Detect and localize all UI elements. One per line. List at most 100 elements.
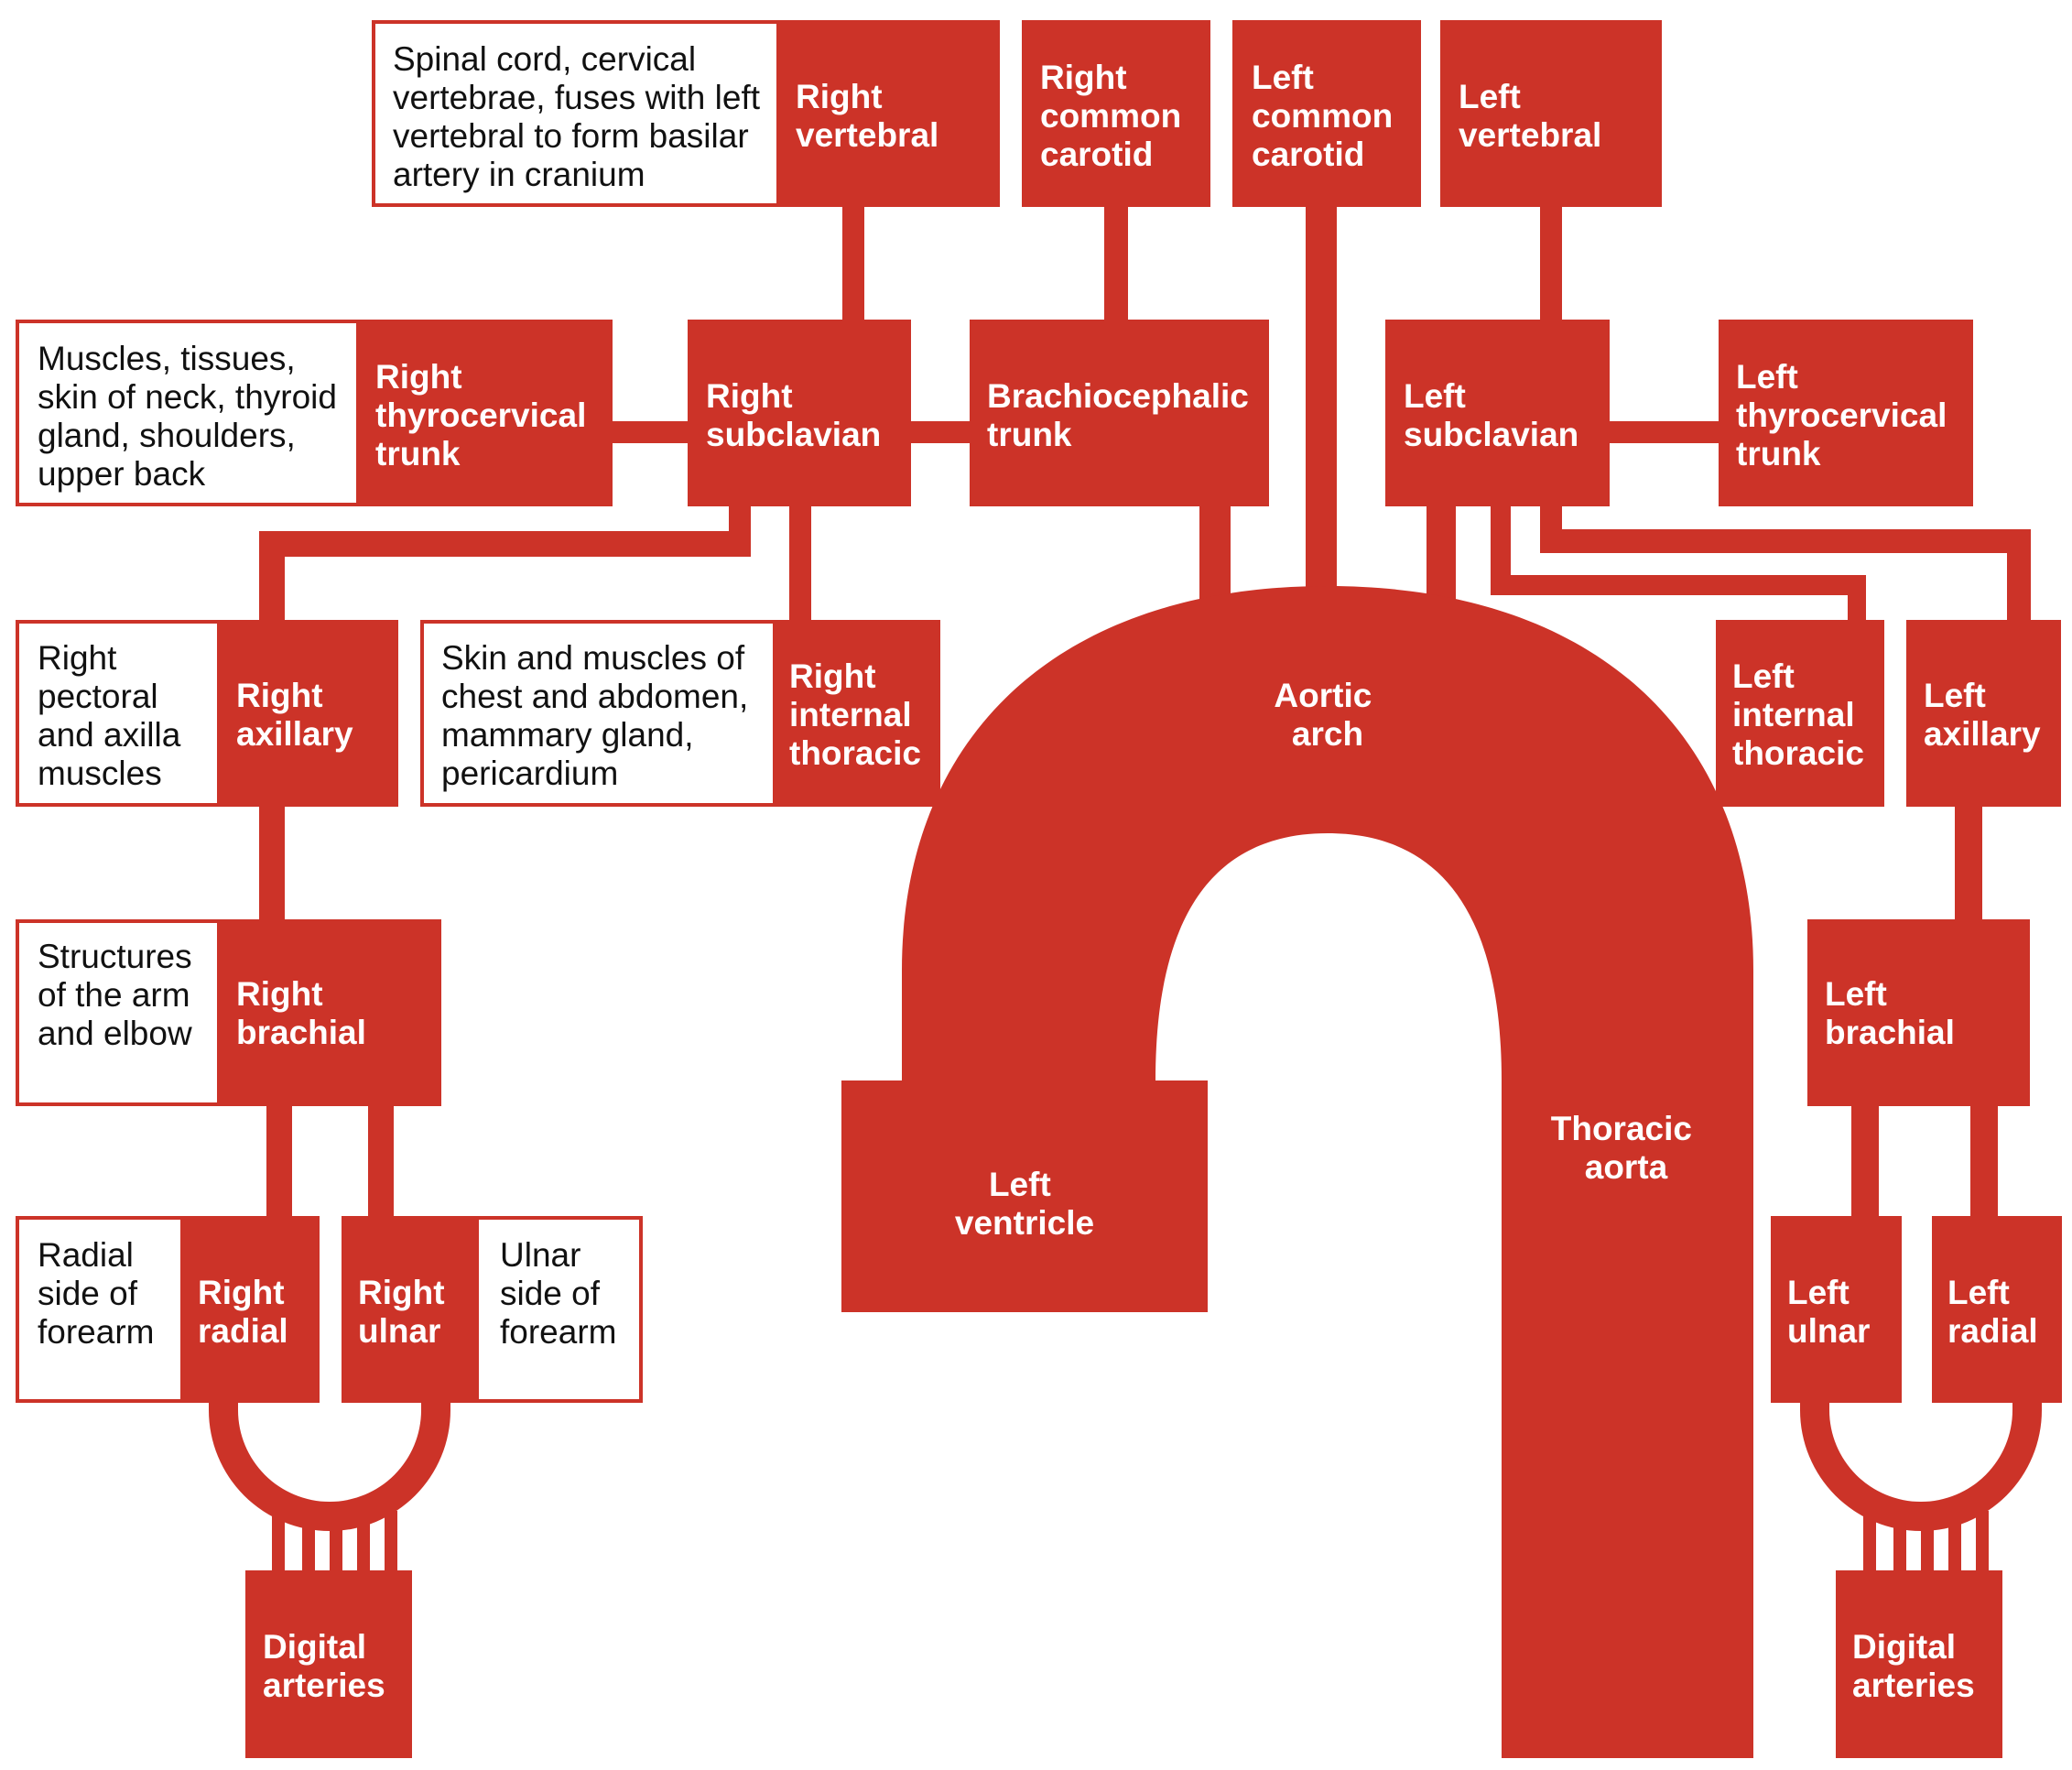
label-left-internal-thoracic: Left internal thoracic <box>1732 657 1864 772</box>
box-right-ulnar <box>342 1216 479 1403</box>
aortic-arch-shape <box>902 586 1753 1758</box>
label-right-ulnar: Right ulnar <box>358 1274 454 1350</box>
box-right-vertebral <box>778 20 1000 207</box>
vessel-right-axillary-b <box>259 531 751 557</box>
vessel-right-digital-4 <box>357 1520 370 1571</box>
label-left-common-carotid: Left common carotid <box>1252 59 1402 173</box>
label-left-brachial: Left brachial <box>1825 975 1955 1051</box>
vessel-left-common-carotid <box>1306 206 1337 595</box>
vessel-left-digital-3 <box>1921 1522 1934 1571</box>
label-left-subclavian: Left subclavian <box>1404 377 1578 453</box>
box-left-brachial <box>1807 919 2030 1106</box>
label-right-internal-thoracic: Right internal thoracic <box>789 657 921 772</box>
vessel-right-brachial-ulnar <box>368 1104 394 1218</box>
box-left-digital <box>1836 1570 2002 1758</box>
desc-box-thyrocervical <box>16 320 360 506</box>
label-left-ventricle: Left ventricle <box>955 1166 1094 1242</box>
artery-labels: Right vertebral Right common carotid Lef… <box>198 59 2041 1704</box>
box-left-ulnar <box>1771 1216 1902 1403</box>
vessel-right-axillary-c <box>259 531 285 623</box>
label-right-brachial: Right brachial <box>236 975 366 1051</box>
vessel-right-vertebral <box>842 206 864 320</box>
label-left-thyrocervical: Left thyrocervical trunk <box>1736 358 1957 472</box>
box-right-radial <box>182 1216 320 1403</box>
desc-box-vertebral <box>372 20 780 207</box>
vessel-left-thyrocervical <box>1607 421 1721 443</box>
vessel-left-internal-thoracic-a <box>1491 504 1511 595</box>
vessel-left-axillary-c <box>2007 529 2031 623</box>
vessel-left-digital-2 <box>1893 1520 1906 1571</box>
label-thoracic-aorta: Thoracic aorta <box>1551 1110 1702 1186</box>
label-right-axillary: Right axillary <box>236 677 353 753</box>
box-left-subclavian <box>1385 320 1610 506</box>
vessel-left-vertebral <box>1540 206 1562 320</box>
label-left-vertebral: Left vertebral <box>1459 78 1601 154</box>
desc-axillary: Right pectoral and axilla muscles <box>38 639 190 792</box>
box-brachiocephalic <box>970 320 1269 506</box>
vessel-right-axillary-a <box>729 504 751 535</box>
vessel-left-digital-5 <box>1976 1511 1989 1571</box>
vessel-right-axillary-brachial <box>259 806 285 920</box>
box-right-common-carotid <box>1022 20 1210 207</box>
label-right-thyrocervical: Right thyrocervical trunk <box>375 358 596 472</box>
description-texts: Spinal cord, cervical vertebrae, fuses w… <box>38 40 769 1351</box>
box-right-brachial <box>219 919 441 1106</box>
label-brachiocephalic: Brachiocephalic trunk <box>987 377 1258 453</box>
description-boxes <box>16 20 780 1403</box>
label-left-digital: Digital arteries <box>1852 1628 1975 1704</box>
label-left-axillary: Left axillary <box>1924 677 2041 753</box>
box-right-axillary <box>219 620 398 807</box>
vessel-right-digital-2 <box>302 1520 315 1571</box>
vessel-left-subclavian-down <box>1427 504 1456 604</box>
box-right-digital <box>245 1570 412 1758</box>
desc-box-axillary <box>16 620 221 807</box>
label-right-vertebral: Right vertebral <box>796 78 938 154</box>
box-right-thyrocervical <box>358 320 613 506</box>
desc-vertebral: Spinal cord, cervical vertebrae, fuses w… <box>393 40 769 193</box>
box-left-vertebral <box>1440 20 1662 207</box>
label-right-common-carotid: Right common carotid <box>1040 59 1190 173</box>
vessel-right-digital-3 <box>330 1522 342 1571</box>
desc-box-ulnar <box>474 1216 643 1403</box>
vessel-left-brachial-ulnar <box>1851 1104 1879 1218</box>
box-left-axillary <box>1906 620 2061 807</box>
vessel-left-axillary-brachial <box>1955 806 1982 920</box>
box-left-common-carotid <box>1232 20 1421 207</box>
vessel-right-thyrocervical <box>609 421 691 443</box>
artery-boxes <box>182 20 2062 1758</box>
label-left-ulnar: Left ulnar <box>1787 1274 1870 1350</box>
label-right-digital: Digital arteries <box>263 1628 385 1704</box>
vessel-right-digital-5 <box>385 1511 397 1571</box>
vessel-left-axillary-b <box>1540 529 2031 553</box>
label-aortic-arch: Aortic arch <box>1274 677 1381 753</box>
vessel-left-internal-thoracic-c <box>1848 575 1866 623</box>
vessel-right-palmar-arch <box>209 1401 450 1531</box>
desc-thyrocervical: Muscles, tissues, skin of neck, thyroid … <box>38 340 346 493</box>
desc-brachial: Structures of the arm and elbow <box>38 938 201 1052</box>
vessel-right-brachial-radial <box>266 1104 292 1218</box>
vessel-left-brachial-radial <box>1970 1104 1998 1218</box>
desc-ulnar: Ulnar side of forearm <box>500 1236 616 1351</box>
label-right-subclavian: Right subclavian <box>706 377 881 453</box>
vessel-right-internal-thoracic <box>789 504 811 623</box>
desc-box-brachial <box>16 919 221 1106</box>
connector-vessels <box>209 206 2042 1571</box>
vessel-left-palmar-arch <box>1800 1401 2042 1531</box>
vessel-left-internal-thoracic-b <box>1491 575 1866 595</box>
label-right-radial: Right radial <box>198 1274 294 1350</box>
vessel-brachiocephalic-down <box>1199 504 1231 604</box>
vessel-left-digital-1 <box>1863 1511 1876 1571</box>
desc-internal-thoracic: Skin and muscles of chest and abdomen, m… <box>441 639 758 792</box>
desc-box-radial <box>16 1216 184 1403</box>
left-ventricle-box <box>841 1080 1208 1312</box>
vessel-right-subclavian-link <box>909 421 971 443</box>
vessel-left-digital-4 <box>1948 1520 1961 1571</box>
box-left-internal-thoracic <box>1716 620 1884 807</box>
desc-radial: Radial side of forearm <box>38 1236 154 1351</box>
box-right-subclavian <box>688 320 911 506</box>
box-right-internal-thoracic <box>775 620 940 807</box>
vessel-right-digital-1 <box>272 1511 285 1571</box>
box-left-thyrocervical <box>1719 320 1973 506</box>
box-left-radial <box>1932 1216 2062 1403</box>
